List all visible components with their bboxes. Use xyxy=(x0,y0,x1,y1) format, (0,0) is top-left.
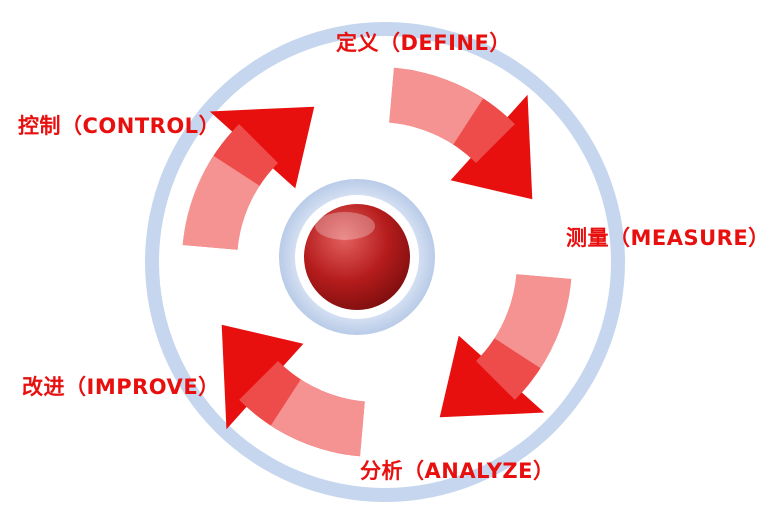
arrow-measure-tail-fade xyxy=(494,274,572,369)
label-measure: 测量（MEASURE） xyxy=(566,226,770,250)
arrow-measure-tail-fade-soft xyxy=(475,338,541,400)
label-define: 定义（DEFINE） xyxy=(336,31,511,55)
arrow-improve-tail-fade-soft xyxy=(213,124,279,186)
cycle-arrows xyxy=(182,67,572,457)
arrow-analyze-tail-fade xyxy=(270,379,365,457)
arrow-define-tail-fade xyxy=(389,67,484,145)
arrow-improve-tail-fade xyxy=(182,155,260,250)
label-analyze: 分析（ANALYZE） xyxy=(360,459,555,483)
arrow-define-tail-fade-soft xyxy=(453,98,515,164)
arrow-analyze-tail-fade-soft xyxy=(239,360,301,426)
hub-center xyxy=(304,204,410,310)
hub-highlight xyxy=(315,212,375,240)
label-control: 控制（CONTROL） xyxy=(18,114,221,138)
label-improve: 改进（IMPROVE） xyxy=(22,375,220,399)
